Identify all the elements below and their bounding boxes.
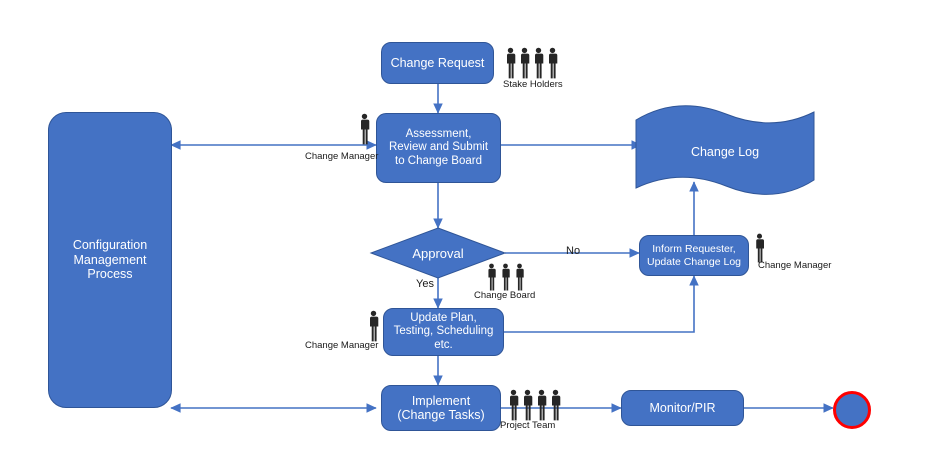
person-icon xyxy=(361,113,370,145)
person-icon xyxy=(756,233,764,263)
node-change-log-label: Change Log xyxy=(690,145,760,159)
role-label-change-manager-assessment: Change Manager xyxy=(305,151,379,162)
node-configuration-management-process[interactable]: Configuration Management Process xyxy=(48,112,172,408)
node-change-request[interactable]: Change Request xyxy=(381,42,494,84)
role-label-change-board: Change Board xyxy=(474,290,536,301)
node-approval-label: Approval xyxy=(412,245,464,261)
node-approval[interactable]: Approval xyxy=(371,228,505,278)
role-label-change-manager-inform: Change Manager xyxy=(758,260,832,271)
person-icon xyxy=(488,263,496,291)
node-monitor-pir[interactable]: Monitor/PIR xyxy=(621,390,744,426)
person-icon xyxy=(552,389,561,421)
node-implement[interactable]: Implement (Change Tasks) xyxy=(381,385,501,431)
person-icon xyxy=(516,263,524,291)
role-group-project-team xyxy=(507,389,562,421)
role-label-project-team: Project Team xyxy=(500,420,556,431)
role-group-change-manager-assessment xyxy=(358,113,371,145)
person-icon xyxy=(507,47,516,79)
role-label-change-manager-update-plan: Change Manager xyxy=(305,340,379,351)
node-inform-requester[interactable]: Inform Requester, Update Change Log xyxy=(639,235,749,276)
person-icon xyxy=(535,47,544,79)
role-label-stake-holders: Stake Holders xyxy=(503,79,563,90)
edge-update-plan-to-inform xyxy=(504,275,699,333)
role-group-change-board xyxy=(485,263,526,291)
node-update-plan[interactable]: Update Plan, Testing, Scheduling etc. xyxy=(383,308,504,356)
role-group-change-manager-inform xyxy=(753,233,766,263)
node-change-log[interactable]: Change Log xyxy=(636,106,814,198)
node-end[interactable] xyxy=(833,391,871,429)
person-icon xyxy=(521,47,530,79)
person-icon xyxy=(370,310,379,342)
person-icon xyxy=(502,263,510,291)
person-icon xyxy=(524,389,533,421)
person-icon xyxy=(538,389,547,421)
person-icon xyxy=(549,47,558,79)
edge-label-yes: Yes xyxy=(416,278,434,290)
person-icon xyxy=(510,389,519,421)
role-group-change-manager-update-plan xyxy=(367,310,380,342)
role-group-stake-holders xyxy=(504,47,559,79)
node-assessment[interactable]: Assessment, Review and Submit to Change … xyxy=(376,113,501,183)
edge-label-no: No xyxy=(566,245,581,257)
